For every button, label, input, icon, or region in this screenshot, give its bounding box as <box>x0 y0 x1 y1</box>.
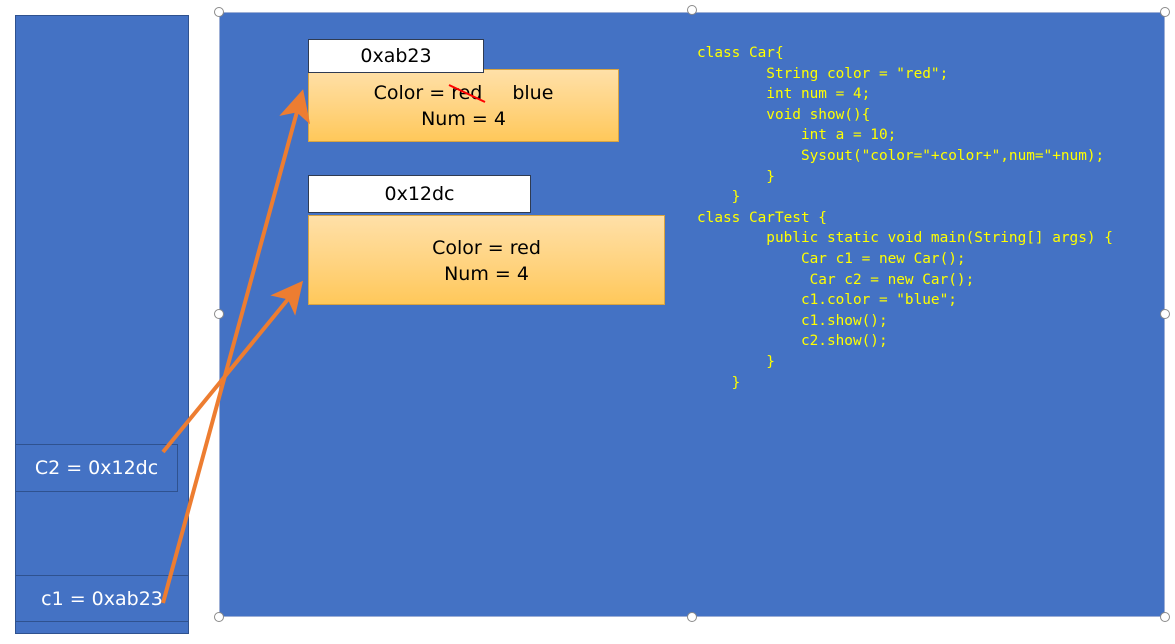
resize-handle-bottom-right[interactable] <box>1160 612 1170 622</box>
code-line: class Car{ <box>697 45 784 61</box>
code-line: c2.show(); <box>697 333 888 350</box>
resize-handle-middle-left[interactable] <box>214 309 224 319</box>
object1-address: 0xab23 <box>360 45 432 67</box>
resize-handle-bottom-center[interactable] <box>687 612 697 622</box>
heap-object-c1: Color = red blue Num = 4 <box>308 69 619 142</box>
object2-color-line: Color = red <box>432 237 541 259</box>
code-line: public static void main(String[] args) { <box>697 230 1113 247</box>
code-line: Car c1 = new Car(); <box>697 250 966 267</box>
stack-cell-c2: C2 = 0x12dc <box>15 444 178 492</box>
stack-cell-c1: c1 = 0xab23 <box>15 575 189 622</box>
arrow-c1-to-object1 <box>161 89 311 604</box>
stack-panel <box>15 15 189 634</box>
code-line: void show(){ <box>697 106 871 123</box>
object1-address-label: 0xab23 <box>308 39 484 73</box>
code-line: String color = "red"; <box>697 65 949 82</box>
heap-object-c2: Color = red Num = 4 <box>308 215 665 305</box>
object1-color-line: Color = red blue <box>309 81 618 105</box>
object1-old-value-wrap: red <box>448 81 486 105</box>
object1-color-label: Color = <box>373 82 452 104</box>
stack-cell-c1-label: c1 = 0xab23 <box>41 587 163 610</box>
object1-new-color-value: blue <box>512 82 554 104</box>
stack-cell-c2-label: C2 = 0x12dc <box>34 457 159 479</box>
object1-num-line: Num = 4 <box>421 108 506 130</box>
code-line: int a = 10; <box>697 127 897 144</box>
resize-handle-bottom-left[interactable] <box>214 612 224 622</box>
code-line: } <box>697 353 775 370</box>
arrow-c2-to-object2 <box>161 280 304 454</box>
object2-address-label: 0x12dc <box>308 175 531 213</box>
resize-handle-top-right[interactable] <box>1160 7 1170 17</box>
code-line: Car c2 = new Car(); <box>697 271 975 288</box>
code-line: } <box>697 168 775 185</box>
object2-num-line: Num = 4 <box>444 263 529 285</box>
code-line: int num = 4; <box>697 86 871 103</box>
code-line: class CarTest { <box>697 209 827 226</box>
strike-through-mark <box>448 84 486 103</box>
resize-handle-top-center[interactable] <box>687 5 697 15</box>
code-line: } <box>697 189 741 206</box>
resize-handle-top-left[interactable] <box>214 7 224 17</box>
object2-address: 0x12dc <box>384 183 455 205</box>
code-line: Sysout("color="+color+",num="+num); <box>697 147 1105 164</box>
code-line: c1.show(); <box>697 312 888 329</box>
code-line: } <box>697 374 741 391</box>
code-block: class Car{ String color = "red"; int num… <box>697 43 1113 393</box>
code-line: c1.color = "blue"; <box>697 292 957 309</box>
resize-handle-middle-right[interactable] <box>1160 309 1170 319</box>
